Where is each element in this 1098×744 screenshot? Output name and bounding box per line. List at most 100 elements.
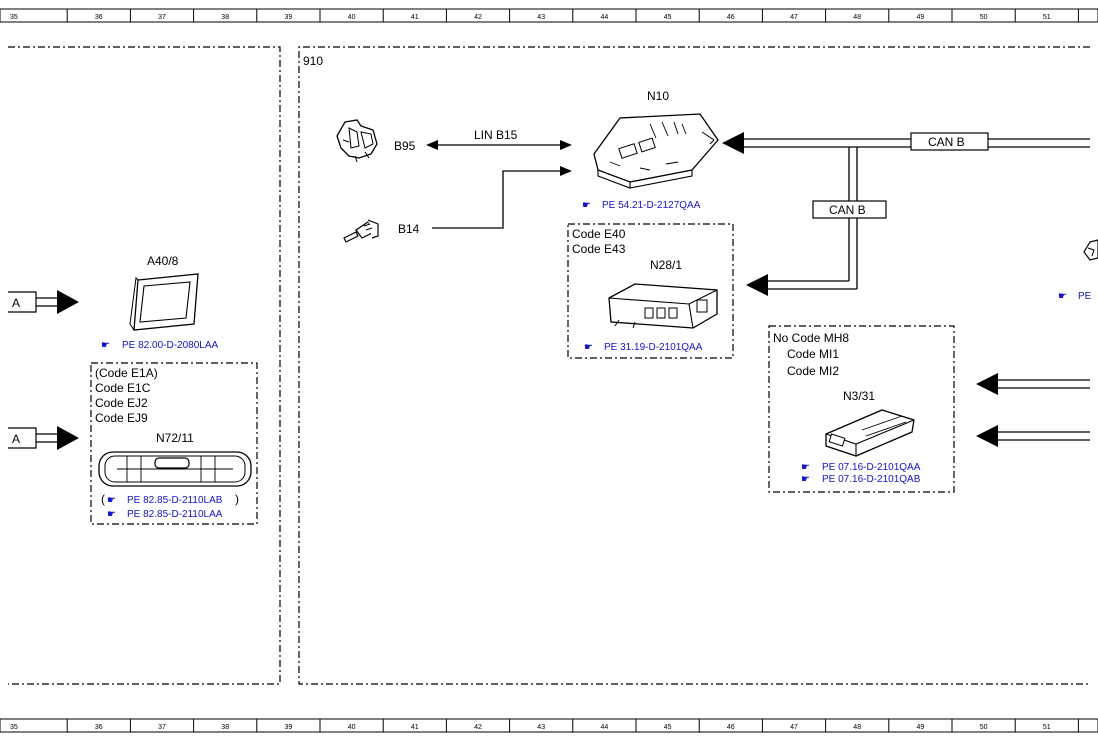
n3-31-input-arrow-upper <box>976 373 1090 395</box>
ruler-label: 48 <box>853 724 861 731</box>
n10-label: N10 <box>647 89 669 103</box>
n3-31-module-icon[interactable] <box>825 409 915 457</box>
n28-1-code-line-1: Code E40 <box>572 227 626 241</box>
n3-31-ref-icon-a: ☛ <box>801 462 810 473</box>
bottom-ruler: 35363738394041424344454647484950515 <box>0 718 1098 733</box>
n72-11-reference-link-b[interactable]: PE 82.85-D-2110LAA <box>127 509 223 520</box>
zone-label: 910 <box>303 54 323 68</box>
ruler-label: 46 <box>727 14 735 21</box>
a40-8-display-icon[interactable] <box>129 273 199 331</box>
can-b-branch <box>746 147 858 296</box>
ruler-label: 35 <box>10 724 18 731</box>
connector-a-lower[interactable] <box>8 426 79 450</box>
n72-11-label: N72/11 <box>156 431 194 445</box>
b95-sensor-icon[interactable] <box>336 119 378 163</box>
ruler-label: 45 <box>664 14 672 21</box>
n72-11-reference-link-a[interactable]: PE 82.85-D-2110LAB <box>127 495 223 506</box>
ruler-label: 36 <box>95 14 103 21</box>
b14-label: B14 <box>398 222 420 236</box>
ruler-label: 38 <box>221 724 229 731</box>
edge-component-icon[interactable] <box>1083 239 1098 261</box>
n10-module-icon[interactable] <box>593 113 719 189</box>
connector-a-upper-label: A <box>12 296 20 310</box>
n3-31-reference-link-b[interactable]: PE 07.16-D-2101QAB <box>822 474 921 485</box>
n3-31-ref-icon-b: ☛ <box>801 474 810 485</box>
n28-1-module-icon[interactable] <box>608 283 718 329</box>
n3-31-code-line-3: Code MI2 <box>787 364 839 378</box>
n28-1-code-line-2: Code E43 <box>572 242 626 256</box>
ruler-label: 43 <box>537 724 545 731</box>
n72-11-control-panel-icon[interactable] <box>98 451 252 487</box>
top-ruler: 35363738394041424344454647484950515 <box>0 8 1098 23</box>
can-b-top-label: CAN B <box>928 135 965 149</box>
n3-31-code-box <box>768 325 955 493</box>
n72-11-paren-close: ) <box>235 492 239 506</box>
ruler-label: 37 <box>158 14 166 21</box>
ruler-label: 49 <box>917 14 925 21</box>
n72-11-paren-open: ( <box>101 492 105 506</box>
main-section-frame <box>298 46 1090 685</box>
ruler-label: 38 <box>221 14 229 21</box>
ruler-label: 50 <box>980 724 988 731</box>
n72-11-ref-icon-a: ☛ <box>107 495 116 506</box>
can-b-bus-top <box>722 132 1090 154</box>
ruler-label: 41 <box>411 724 419 731</box>
ruler-label: 40 <box>348 14 356 21</box>
n3-31-label: N3/31 <box>843 389 875 403</box>
n3-31-code-line-2: Code MI1 <box>787 347 839 361</box>
ruler-label: 37 <box>158 724 166 731</box>
ruler-label: 36 <box>95 724 103 731</box>
n72-11-code-line-3: Code EJ2 <box>95 396 148 410</box>
n72-11-ref-icon-b: ☛ <box>107 509 116 520</box>
ruler-label: 40 <box>348 724 356 731</box>
ruler-label: 39 <box>285 14 293 21</box>
ruler-label: 44 <box>601 14 609 21</box>
ruler-label: 42 <box>474 724 482 731</box>
can-b-mid-label: CAN B <box>829 203 866 217</box>
n28-1-label: N28/1 <box>650 258 682 272</box>
connector-a-lower-label: A <box>12 432 20 446</box>
ruler-label: 51 <box>1043 14 1051 21</box>
lin-b15-connection <box>426 140 572 150</box>
ruler-label: 41 <box>411 14 419 21</box>
n10-ref-icon: ☛ <box>582 200 591 211</box>
ruler-label: 50 <box>980 14 988 21</box>
ruler-label: 46 <box>727 724 735 731</box>
left-section-frame <box>8 46 281 685</box>
n28-1-ref-icon: ☛ <box>584 342 593 353</box>
can-b-top-box <box>910 132 989 151</box>
can-b-mid-box <box>812 200 887 219</box>
n72-11-code-line-2: Code E1C <box>95 381 151 395</box>
a40-8-reference-link[interactable]: PE 82.00-D-2080LAA <box>122 340 219 351</box>
b14-sensor-icon[interactable] <box>343 219 379 243</box>
n28-1-code-box <box>567 223 734 359</box>
ruler-label: 44 <box>601 724 609 731</box>
ruler-label: 48 <box>853 14 861 21</box>
a40-8-label: A40/8 <box>147 254 179 268</box>
edge-reference-link[interactable]: PE <box>1078 291 1092 302</box>
n3-31-reference-link-a[interactable]: PE 07.16-D-2101QAA <box>822 462 921 473</box>
ruler-label: 39 <box>285 724 293 731</box>
ruler-label: 45 <box>664 724 672 731</box>
n28-1-reference-link[interactable]: PE 31.19-D-2101QAA <box>604 342 703 353</box>
ruler-label: 42 <box>474 14 482 21</box>
ruler-label: 49 <box>917 724 925 731</box>
n10-reference-link[interactable]: PE 54.21-D-2127QAA <box>602 200 701 211</box>
a40-8-ref-icon: ☛ <box>101 340 110 351</box>
b95-label: B95 <box>394 139 416 153</box>
edge-ref-icon: ☛ <box>1058 291 1067 302</box>
b14-connection <box>432 166 572 229</box>
n3-31-input-arrow-lower <box>976 425 1090 447</box>
ruler-label: 51 <box>1043 724 1051 731</box>
ruler-label: 47 <box>790 724 798 731</box>
n72-11-code-line-4: Code EJ9 <box>95 411 148 425</box>
connector-a-upper[interactable] <box>8 290 79 314</box>
ruler-label: 35 <box>10 14 18 21</box>
lin-b15-label: LIN B15 <box>474 128 518 142</box>
n72-11-code-line-1: (Code E1A) <box>95 366 158 380</box>
n3-31-code-line-1: No Code MH8 <box>773 331 849 345</box>
ruler-label: 47 <box>790 14 798 21</box>
n72-11-code-box <box>90 362 258 525</box>
ruler-label: 43 <box>537 14 545 21</box>
